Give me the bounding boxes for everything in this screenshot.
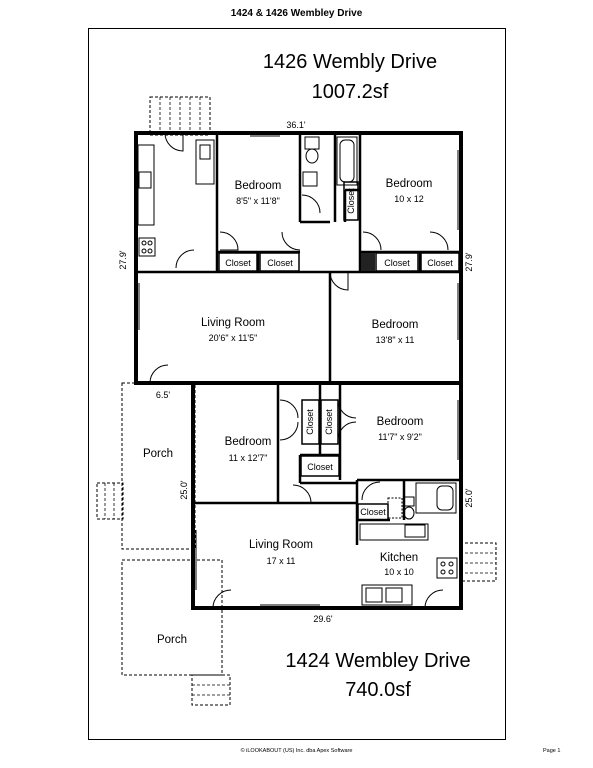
room-size-bedroom-d: 11 x 12'7" [229, 453, 268, 463]
bottom-unit-area: 740.0sf [345, 679, 411, 701]
dim-top-left-depth: 27.9' [118, 250, 128, 270]
dim-top-width: 36.1' [286, 120, 306, 130]
closet-label: Closet [384, 258, 410, 268]
drawing-frame [88, 28, 506, 740]
room-size-living-top: 20'6" x 11'5" [209, 333, 258, 343]
dim-bottom-left-depth: 25.0' [179, 480, 189, 500]
room-label-bedroom-e: Bedroom [377, 416, 424, 428]
lower-range [436, 557, 458, 579]
top-unit-area: 1007.2sf [312, 81, 389, 103]
room-label-kitchen: Kitchen [380, 552, 418, 564]
lower-unit-walls [191, 381, 463, 610]
lower-counter-bottom [361, 584, 413, 606]
closet-label: Closet [305, 409, 315, 435]
dim-bottom-right-depth: 25.0' [464, 488, 474, 508]
upper-range [138, 237, 156, 257]
porch-steps-bottom [191, 674, 231, 706]
upper-kitchen-sink [138, 171, 152, 189]
lower-bath-sink [387, 497, 403, 519]
room-size-bedroom-c: 13'8" x 11 [376, 335, 415, 345]
room-size-bedroom-e: 11'7" x 9'2" [378, 432, 422, 442]
closet-boxes [218, 181, 460, 521]
closet-label: Closet [427, 258, 453, 268]
room-label-bedroom-d: Bedroom [225, 436, 272, 448]
exterior-walls [134, 131, 463, 610]
lower-toilet-tank [403, 496, 415, 507]
upper-bath-sink [302, 171, 318, 187]
room-label-bedroom-a: Bedroom [235, 180, 282, 192]
room-size-living-bottom: 17 x 11 [267, 556, 296, 566]
top-unit-name: 1426 Wembly Drive [263, 51, 437, 73]
room-size-bedroom-a: 8'5" x 11'8" [236, 196, 280, 206]
lower-bathtub [415, 482, 457, 514]
bottom-unit-name: 1424 Wembley Drive [285, 650, 470, 672]
rear-steps [459, 542, 497, 582]
room-label-living-top: Living Room [201, 317, 265, 329]
room-label-porch-upper: Porch [143, 448, 173, 460]
copyright-footer: © iLOOKABOUT (US) Inc. dba Apex Software [240, 748, 353, 754]
closet-label: Closet [225, 258, 251, 268]
closet-label: Closet [267, 258, 293, 268]
stairs-block [361, 253, 375, 271]
room-label-bedroom-b: Bedroom [386, 178, 433, 190]
page-header: 1424 & 1426 Wembley Drive [230, 8, 363, 19]
dim-bottom-width: 29.6' [313, 614, 333, 624]
room-label-bedroom-c: Bedroom [372, 319, 419, 331]
fixtures [137, 136, 458, 606]
upper-toilet-tank [304, 136, 320, 150]
lower-kitchen-sink [404, 524, 426, 538]
door-swings [149, 132, 449, 609]
upper-refrigerator [195, 139, 215, 185]
room-label-porch-lower: Porch [157, 634, 187, 646]
room-size-kitchen: 10 x 10 [384, 567, 414, 577]
closet-label: Closet [360, 507, 386, 517]
upper-bathtub [336, 136, 358, 186]
closet-label: Closet [324, 409, 334, 435]
upper-kitchen-counter [137, 144, 155, 226]
windows [135, 132, 462, 609]
dim-top-right-depth: 27.9' [464, 252, 474, 272]
porch-steps-left [96, 482, 124, 520]
closet-label: Closet [346, 188, 356, 214]
porch-outlines [96, 96, 497, 706]
room-size-bedroom-b: 10 x 12 [394, 194, 424, 204]
page-number: Page 1 [543, 748, 561, 754]
room-label-living-bottom: Living Room [249, 539, 313, 551]
dim-porch-offset: 6.5' [156, 390, 171, 400]
closet-label: Closet [307, 462, 333, 472]
lower-kitchen-counter [359, 523, 429, 541]
steps-lines [104, 97, 496, 696]
